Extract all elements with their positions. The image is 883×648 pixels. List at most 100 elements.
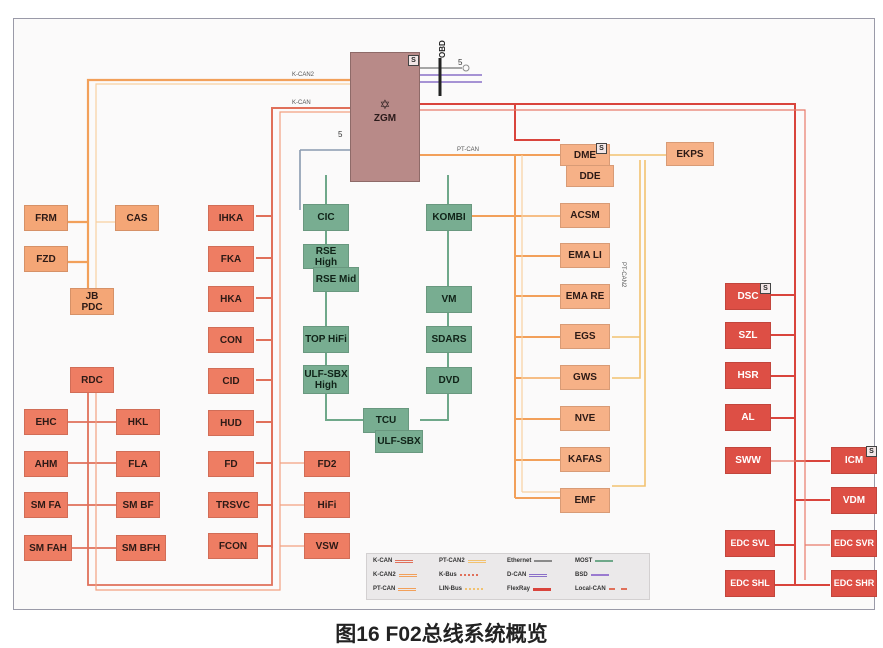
legend-k-can2-swatch [398, 573, 417, 577]
node-top-hifi[interactable]: TOP HiFi [303, 326, 349, 353]
legend-k-can2-label: K-CAN2 [373, 572, 396, 578]
node-fd[interactable]: FD [208, 451, 254, 477]
legend-pt-can2-label: PT-CAN2 [439, 558, 465, 564]
node-vm[interactable]: VM [426, 286, 472, 313]
node-hka[interactable]: HKA [208, 286, 254, 312]
node-gws[interactable]: GWS [560, 365, 610, 390]
legend-k-can-swatch [395, 559, 414, 563]
legend-most-label: MOST [575, 558, 593, 564]
node-fka[interactable]: FKA [208, 246, 254, 272]
node-con[interactable]: CON [208, 327, 254, 353]
dme-badge: S [596, 143, 607, 154]
node-ekps[interactable]: EKPS [666, 142, 714, 166]
node-sm-bfh[interactable]: SM BFH [116, 535, 166, 561]
node-cic[interactable]: CIC [303, 204, 349, 231]
node-hkl[interactable]: HKL [116, 409, 160, 435]
node-trsvc[interactable]: TRSVC [208, 492, 258, 518]
node-egs[interactable]: EGS [560, 324, 610, 349]
node-cid[interactable]: CID [208, 368, 254, 394]
node-sdars[interactable]: SDARS [426, 326, 472, 353]
node-edc-svl[interactable]: EDC SVL [725, 530, 775, 557]
node-emf[interactable]: EMF [560, 488, 610, 513]
legend-k-bus: K-Bus [439, 572, 478, 578]
node-edc-svr[interactable]: EDC SVR [831, 530, 877, 557]
legend-most: MOST [575, 558, 614, 564]
legend-ethernet: Ethernet [507, 558, 553, 564]
node-hifi[interactable]: HiFi [304, 492, 350, 518]
zgm-label: ZGM [373, 113, 397, 124]
tag-k-can: K-CAN [292, 100, 311, 106]
node-sww[interactable]: SWW [725, 447, 771, 474]
legend-d-can: D-CAN [507, 572, 548, 578]
node-rse-mid[interactable]: RSE Mid [313, 267, 359, 292]
node-kombi[interactable]: KOMBI [426, 204, 472, 231]
legend-ethernet-swatch [534, 560, 553, 562]
node-acsm[interactable]: ACSM [560, 203, 610, 228]
node-tcu[interactable]: TCU [363, 408, 409, 433]
wire-kcan-left-column [256, 107, 350, 548]
node-fzd[interactable]: FZD [24, 246, 68, 272]
node-ulf-sbx-high[interactable]: ULF-SBX High [303, 365, 349, 394]
legend-lin-bus-swatch [465, 588, 483, 590]
node-sm-fa[interactable]: SM FA [24, 492, 68, 518]
node-ahm[interactable]: AHM [24, 451, 68, 477]
legend-k-can2: K-CAN2 [373, 572, 417, 578]
legend-pt-can: PT-CAN [373, 586, 417, 592]
legend-d-can-swatch [529, 573, 548, 577]
node-ema-re[interactable]: EMA RE [560, 284, 610, 309]
legend-local-can-label: Local-CAN [575, 586, 606, 592]
node-hud[interactable]: HUD [208, 410, 254, 436]
node-frm[interactable]: FRM [24, 205, 68, 231]
node-kafas[interactable]: KAFAS [560, 447, 610, 472]
zgm-gateway[interactable]: ✡ ZGM [350, 52, 420, 182]
star-icon: ✡ [379, 97, 391, 112]
node-dde[interactable]: DDE [566, 165, 614, 187]
node-dvd[interactable]: DVD [426, 367, 472, 394]
node-szl[interactable]: SZL [725, 322, 771, 349]
node-fcon[interactable]: FCON [208, 533, 258, 559]
node-rdc[interactable]: RDC [70, 367, 114, 393]
node-pdc-label: PDC [81, 301, 103, 313]
legend-d-can-label: D-CAN [507, 572, 527, 578]
node-vsw[interactable]: VSW [304, 533, 350, 559]
node-ulf-sbx-high-line2: High [314, 379, 338, 391]
node-ulf-sbx[interactable]: ULF-SBX [375, 430, 423, 453]
wire-kcan-lower-loop [60, 390, 273, 586]
node-vdm[interactable]: VDM [831, 487, 877, 514]
wire-flexray [420, 103, 830, 586]
node-fd2[interactable]: FD2 [304, 451, 350, 477]
legend-local-can: Local-CAN [575, 586, 627, 592]
legend-k-can-label: K-CAN [373, 558, 393, 564]
node-al[interactable]: AL [725, 404, 771, 431]
node-edc-shr[interactable]: EDC SHR [831, 570, 877, 597]
legend-flexray: FlexRay [507, 586, 552, 592]
most-count: 5 [338, 130, 343, 139]
legend-lin-bus: LIN-Bus [439, 586, 483, 592]
node-cas[interactable]: CAS [115, 205, 159, 231]
node-dsc[interactable]: DSC [725, 283, 771, 310]
legend-lin-bus-label: LIN-Bus [439, 586, 462, 592]
node-hsr[interactable]: HSR [725, 362, 771, 389]
legend-bsd: BSD [575, 572, 609, 578]
legend-flexray-swatch [533, 587, 552, 591]
node-fla[interactable]: FLA [116, 451, 160, 477]
node-jb-pdc[interactable]: JB PDC [70, 288, 114, 315]
node-nve[interactable]: NVE [560, 406, 610, 431]
node-sm-bf[interactable]: SM BF [116, 492, 160, 518]
tag-pt-can: PT-CAN [457, 147, 480, 153]
wire-d-can [420, 74, 482, 83]
node-ihka[interactable]: IHKA [208, 205, 254, 231]
node-rse-high[interactable]: RSE High [303, 244, 349, 269]
legend-pt-can2: PT-CAN2 [439, 558, 486, 564]
figure-caption: 图16 F02总线系统概览 [335, 623, 548, 646]
legend-k-bus-label: K-Bus [439, 572, 457, 578]
legend-pt-can-swatch [398, 587, 417, 591]
node-edc-shl[interactable]: EDC SHL [725, 570, 775, 597]
legend-pt-can-label: PT-CAN [373, 586, 396, 592]
node-ehc[interactable]: EHC [24, 409, 68, 435]
node-ema-li[interactable]: EMA LI [560, 243, 610, 268]
legend-local-can-swatch [608, 588, 627, 590]
legend-bsd-swatch [590, 574, 609, 576]
node-sm-fah[interactable]: SM FAH [24, 535, 72, 561]
